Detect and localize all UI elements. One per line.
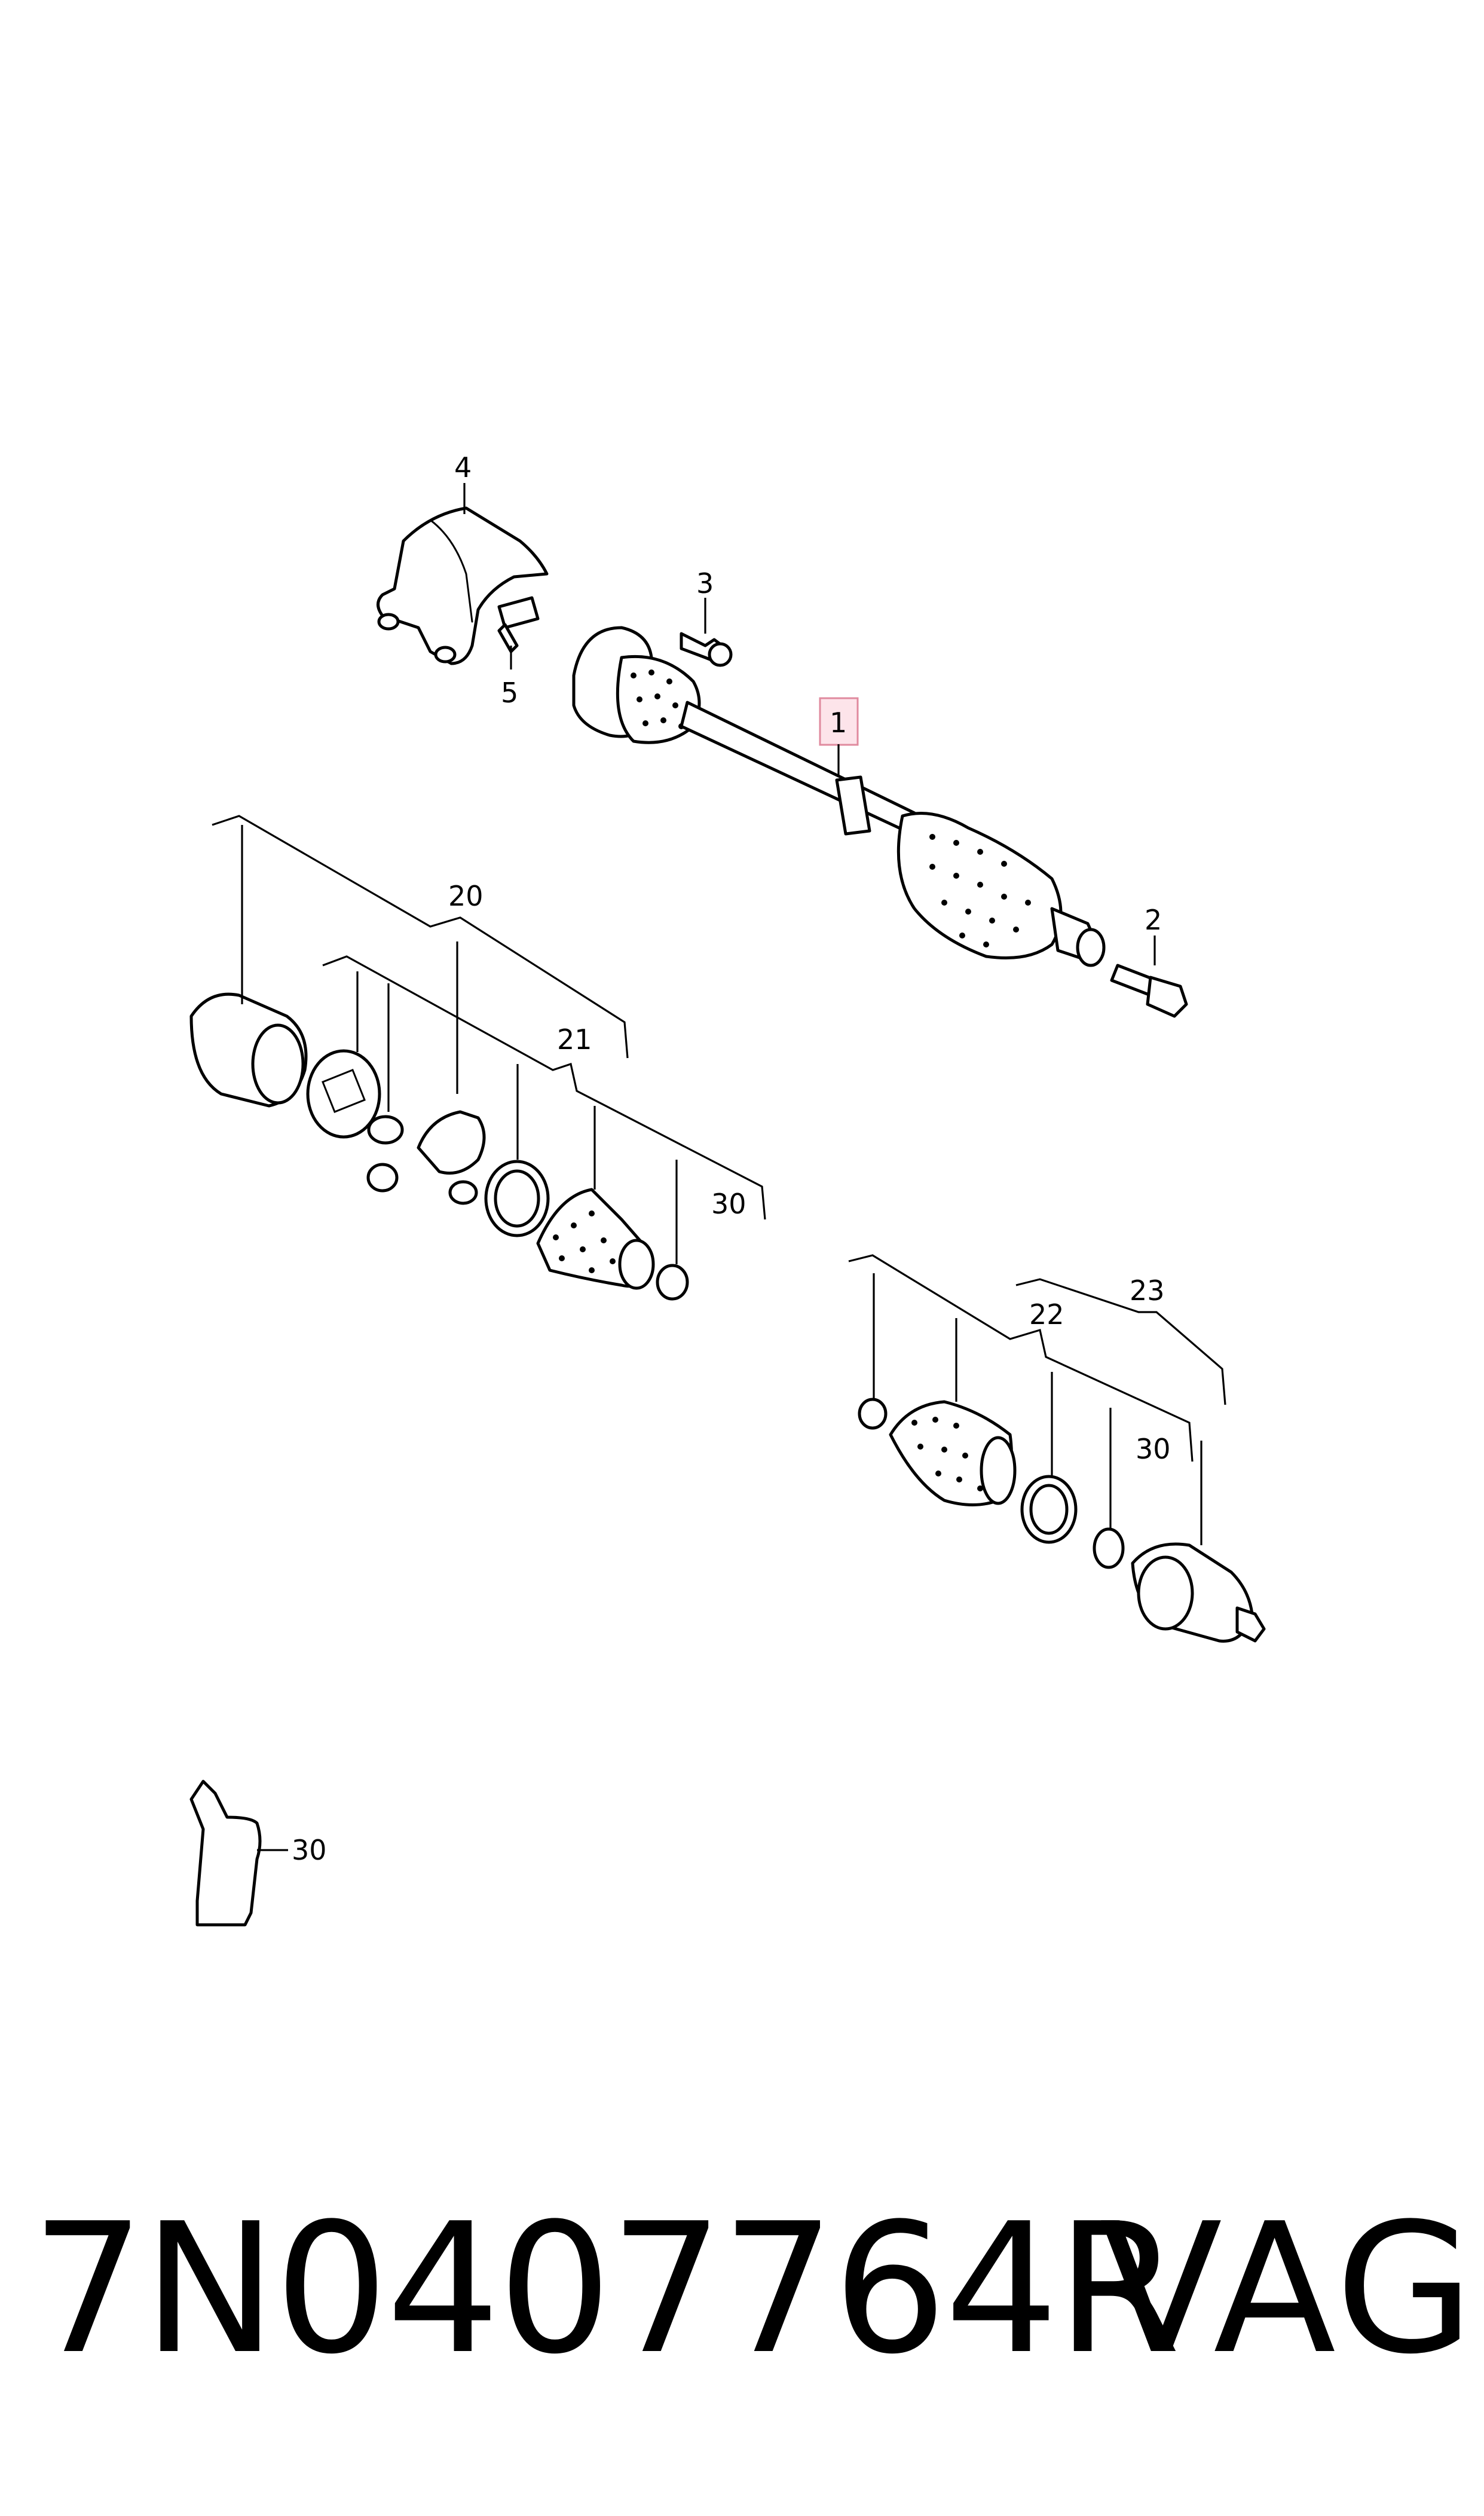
outer-boot (889, 1400, 1017, 1506)
bolt-part-2 (1110, 964, 1188, 1018)
hose-clamp-inner (484, 1160, 550, 1237)
small-clamp-outer (858, 1398, 888, 1430)
callout-1: 1 (830, 707, 847, 739)
joint-housing (189, 992, 308, 1108)
bolt-part-5 (497, 596, 540, 653)
callout-1-highlight (819, 697, 859, 746)
small-clamp-inner (656, 1264, 689, 1301)
callout-30-upper: 30 (711, 1188, 746, 1220)
drive-shaft-part-1 (572, 626, 1106, 967)
footer: 7N0407764R VAG (0, 2176, 1484, 2403)
hose-clamp-outer (1020, 1475, 1078, 1544)
outer-cv-joint (1131, 1542, 1266, 1643)
callout-23: 23 (1130, 1274, 1165, 1307)
callout-5: 5 (501, 677, 518, 709)
inner-boot (536, 1188, 655, 1290)
joint-cage (366, 1110, 486, 1205)
circlip-inner (367, 1115, 404, 1145)
callout-22: 22 (1029, 1298, 1064, 1331)
callout-3: 3 (696, 567, 714, 600)
heat-shield-part-4 (377, 506, 549, 665)
grease-tube (189, 1780, 262, 1927)
callout-30-grease: 30 (292, 1834, 327, 1866)
part-number: 7N0407764R (31, 2185, 1181, 2393)
callout-30-lower: 30 (1136, 1433, 1171, 1465)
brand-name: VAG (1100, 2185, 1477, 2393)
bolt-part-3 (680, 632, 733, 667)
callout-20: 20 (448, 880, 484, 912)
callout-2: 2 (1145, 904, 1162, 936)
callout-4: 4 (454, 451, 472, 484)
seal-plate (306, 1049, 381, 1139)
circlip-outer (1093, 1527, 1125, 1569)
callout-21: 21 (557, 1023, 592, 1056)
